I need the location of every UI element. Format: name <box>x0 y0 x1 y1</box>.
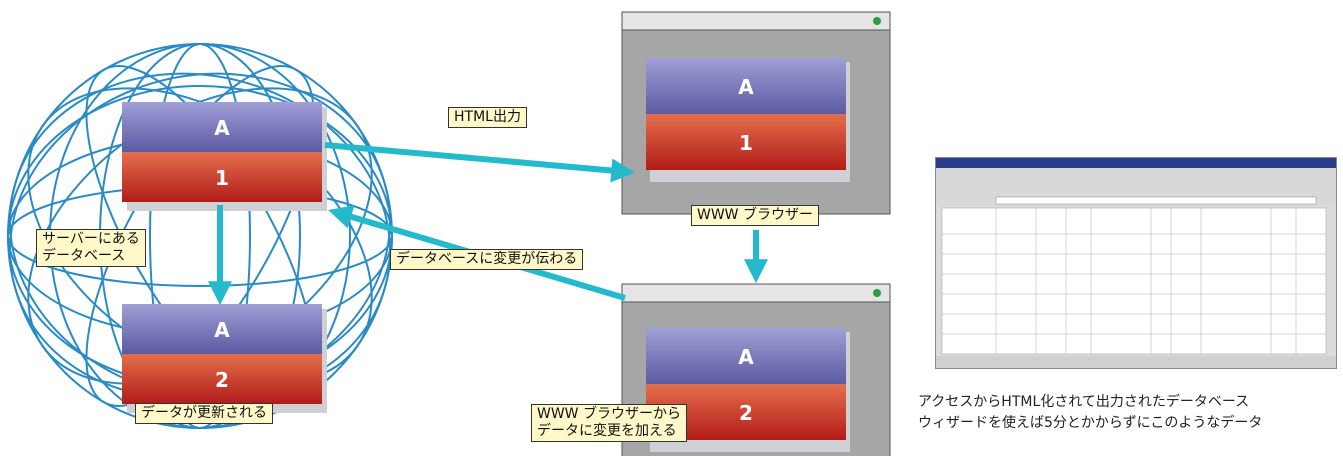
screenshot-drawing <box>936 158 1336 368</box>
html-output-arrow <box>324 142 636 183</box>
browser-edit-label: WWW ブラウザーから データに変更を加える <box>531 404 687 442</box>
value-label: 2 <box>739 401 753 425</box>
title-bar <box>621 11 891 31</box>
field-label: A <box>214 116 230 140</box>
window-titlebar <box>936 158 1336 168</box>
field-label: A <box>214 318 230 342</box>
html-output-label: HTML出力 <box>448 107 527 128</box>
field-label: A <box>738 75 754 99</box>
browser-screenshot-image <box>935 157 1337 369</box>
status-dot-icon <box>873 17 881 25</box>
status-dot-icon <box>873 289 881 297</box>
value-cell <box>122 354 322 404</box>
title-bar <box>621 283 891 303</box>
screenshot-caption: アクセスからHTML化されて出力されたデータベース ウィザードを使えば5分とかか… <box>918 394 1263 431</box>
field-label: A <box>738 345 754 369</box>
database-table-image <box>941 207 1327 355</box>
value-label: 2 <box>215 368 229 392</box>
browser-label: WWW ブラウザー <box>691 205 819 226</box>
status-bar <box>936 356 1336 368</box>
value-cell <box>122 152 322 202</box>
value-label: 1 <box>739 131 753 155</box>
browser-window-top: A 1 <box>621 11 891 215</box>
field-cell <box>122 304 322 354</box>
server-record-before: A 1 <box>122 102 327 211</box>
server-record-after: A 2 <box>122 304 327 413</box>
change-propagates-label: データベースに変更が伝わる <box>390 249 584 270</box>
address-bar <box>995 196 1317 205</box>
server-database-label: サーバーにある データベース <box>36 229 146 267</box>
data-updated-label: データが更新される <box>135 403 273 424</box>
value-label: 1 <box>215 166 229 190</box>
field-cell <box>122 102 322 152</box>
